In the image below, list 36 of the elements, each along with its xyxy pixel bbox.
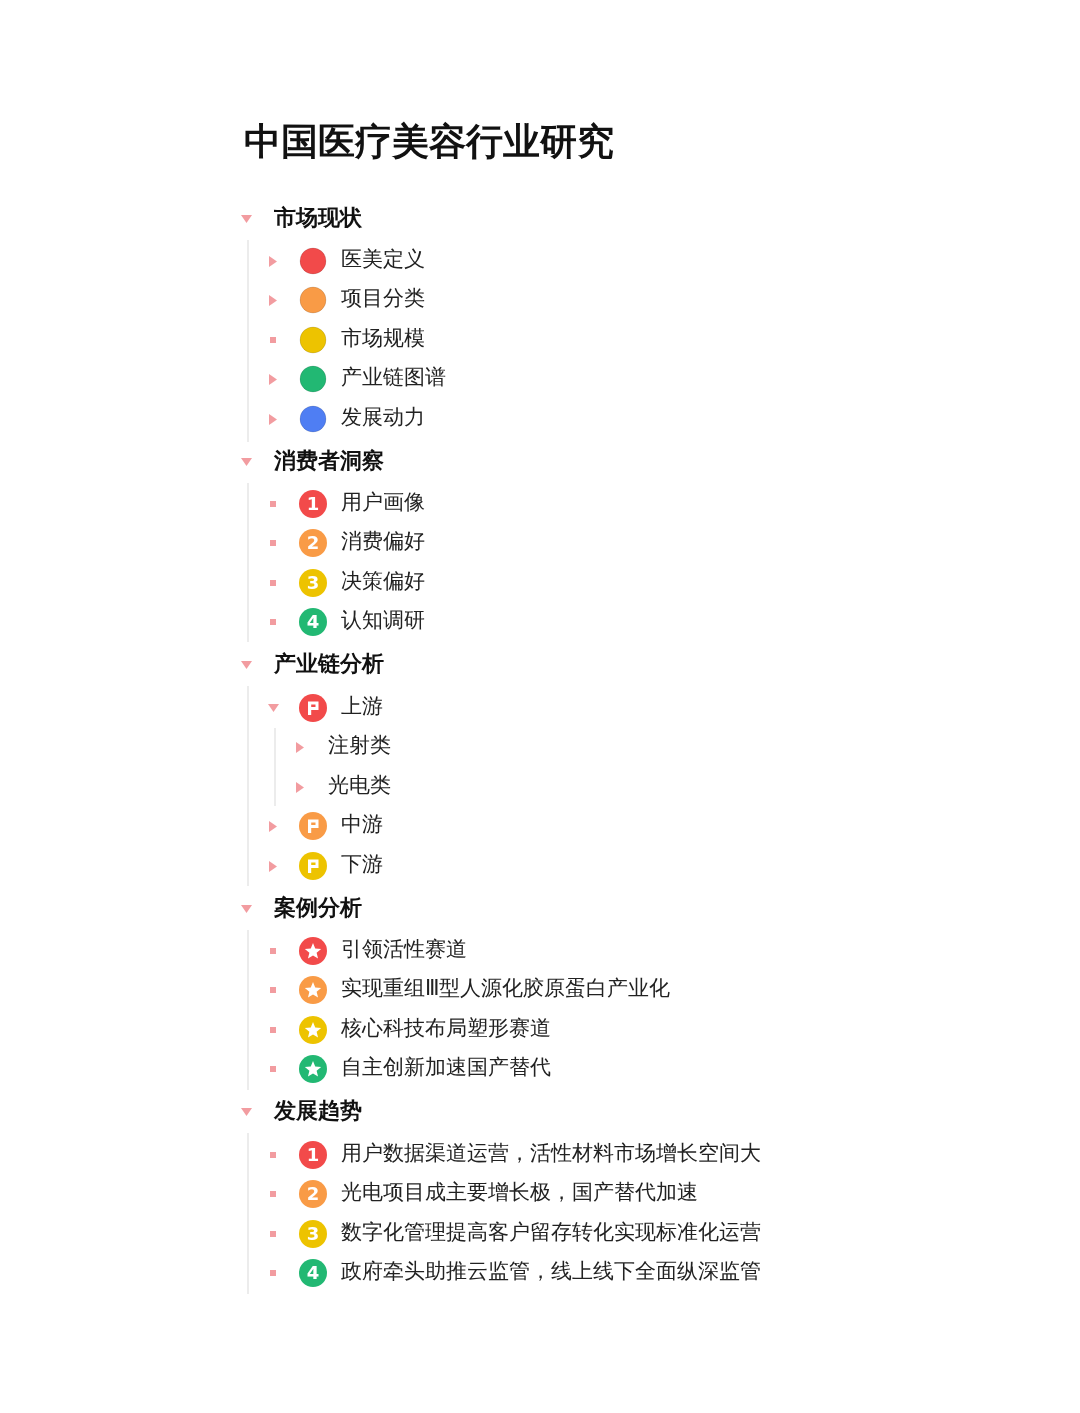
- section-heading: 市场现状: [274, 204, 362, 232]
- outline-item: 认知调研: [341, 608, 425, 634]
- number-badge: 4: [299, 1259, 327, 1287]
- outline-item: 光电项目成主要增长极，国产替代加速: [341, 1180, 698, 1206]
- outline-item: 决策偏好: [341, 569, 425, 595]
- section-heading: 消费者洞察: [274, 447, 384, 475]
- number-badge: 3: [299, 569, 327, 597]
- outline-item: 中游: [341, 812, 383, 838]
- outline-item: 光电类: [328, 773, 391, 799]
- section-heading: 发展趋势: [274, 1097, 362, 1125]
- number-badge: 4: [299, 608, 327, 636]
- outline-item: 市场规模: [341, 326, 425, 352]
- outline-item: 核心科技布局塑形赛道: [341, 1016, 551, 1042]
- outline-item: 消费偏好: [341, 529, 425, 555]
- outline-item: 引领活性赛道: [341, 937, 467, 963]
- outline-item: 项目分类: [341, 286, 425, 312]
- number-badge: 1: [299, 1141, 327, 1169]
- outline-item: 注射类: [328, 733, 391, 759]
- outline-item: 下游: [341, 852, 383, 878]
- outline-item: 自主创新加速国产替代: [341, 1055, 551, 1081]
- number-badge: 3: [299, 1220, 327, 1248]
- number-badge: 1: [299, 490, 327, 518]
- outline-item: 数字化管理提高客户留存转化实现标准化运营: [341, 1220, 761, 1246]
- outline-item: 医美定义: [341, 247, 425, 273]
- outline-item: 用户数据渠道运营，活性材料市场增长空间大: [341, 1141, 761, 1167]
- number-badge: 2: [299, 529, 327, 557]
- outline-item: 产业链图谱: [341, 365, 446, 391]
- outline-item: 政府牵头助推云监管，线上线下全面纵深监管: [341, 1259, 761, 1285]
- section-heading: 案例分析: [274, 894, 362, 922]
- outline-item: 发展动力: [341, 405, 425, 431]
- section-heading: 产业链分析: [274, 650, 384, 678]
- diagram-title: 中国医疗美容行业研究: [244, 119, 614, 165]
- outline-item: 实现重组Ⅲ型人源化胶原蛋白产业化: [341, 976, 671, 1002]
- outline-item: 上游: [341, 694, 383, 720]
- number-badge: 2: [299, 1180, 327, 1208]
- outline-item: 用户画像: [341, 490, 425, 516]
